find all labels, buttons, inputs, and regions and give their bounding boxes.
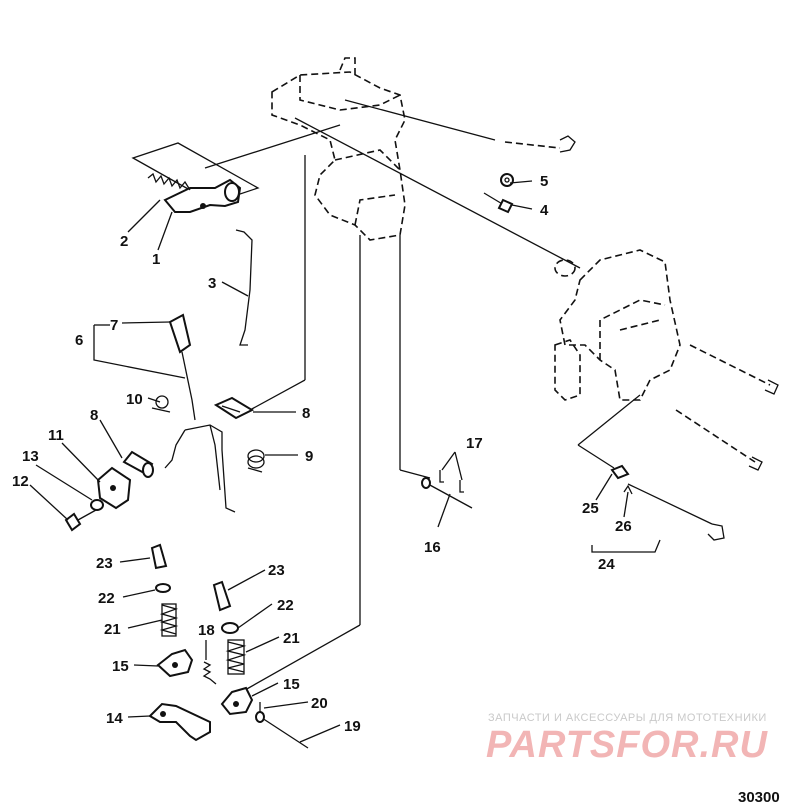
callout-15-right: 15 (283, 676, 300, 693)
part-8-clip (213, 396, 255, 420)
callout-6: 6 (75, 332, 83, 349)
part-3-link-rod (235, 229, 253, 346)
part-7-knob (168, 313, 192, 354)
callout-21-right: 21 (283, 630, 300, 647)
part-14-lever-arm (148, 702, 211, 742)
callout-18: 18 (198, 622, 215, 639)
part-5-nut (500, 173, 514, 187)
part-22-washer-right (221, 622, 239, 634)
callout-21-left: 21 (104, 621, 121, 638)
diagram-number: 30300 (738, 789, 780, 806)
callout-leaders (29, 180, 629, 743)
watermark-caption: ЗАПЧАСТИ И АКСЕССУАРЫ ДЛЯ МОТОТЕХНИКИ (488, 712, 767, 724)
part-20-clip (259, 702, 265, 715)
part-16-pin (421, 477, 473, 509)
callout-9: 9 (305, 448, 313, 465)
callout-19: 19 (344, 718, 361, 735)
part-25-clip (610, 464, 630, 480)
callout-3: 3 (208, 275, 216, 292)
part-1-lever (163, 178, 242, 213)
part-13-washer (90, 499, 104, 511)
part-11-block (96, 466, 132, 510)
part-15-lever-left (156, 648, 194, 678)
callout-8-clip: 8 (302, 405, 310, 422)
callout-15-left: 15 (112, 658, 129, 675)
callout-8-pin: 8 (90, 407, 98, 424)
part-23-plunger-right (212, 580, 232, 612)
callout-26: 26 (615, 518, 632, 535)
part-10-spring-clip (151, 395, 171, 413)
part-number-callouts: 1 2 3 4 5 6 7 8 8 9 10 11 12 13 14 15 15… (12, 173, 632, 735)
callout-4: 4 (540, 202, 549, 219)
part-4-bolt (483, 192, 514, 214)
part-26-pin (623, 484, 633, 495)
part-2-spring (147, 172, 191, 191)
dashed-pivot-bolts (504, 135, 779, 471)
callout-20: 20 (311, 695, 328, 712)
callout-7: 7 (110, 317, 118, 334)
part-9-torsion-spring (247, 449, 265, 473)
part-22-washer-left (155, 583, 171, 593)
callout-5: 5 (540, 173, 548, 190)
callout-11: 11 (48, 427, 64, 444)
callout-23-right: 23 (268, 562, 285, 579)
part-19-pin (255, 711, 309, 749)
callout-23-left: 23 (96, 555, 113, 572)
callout-22-right: 22 (277, 597, 294, 614)
part-21-spring-left (159, 603, 179, 637)
part-12-screw (64, 509, 97, 532)
part-24-rod (627, 483, 725, 541)
part-8-pin (122, 450, 154, 478)
clamp-bracket-outline (554, 249, 681, 401)
callout-2: 2 (120, 233, 128, 250)
assembly-leader-lines (93, 99, 661, 691)
callout-10: 10 (126, 391, 143, 408)
callout-13: 13 (22, 448, 39, 465)
part-17-clips (439, 470, 464, 493)
callout-14: 14 (106, 710, 123, 727)
part-15-lever-right (220, 686, 254, 716)
callout-16: 16 (424, 539, 441, 556)
part-21-spring-right (225, 639, 247, 675)
watermark-logo: PARTSFOR.RU (486, 724, 768, 766)
callout-22-left: 22 (98, 590, 115, 607)
callout-24: 24 (598, 556, 615, 573)
swivel-bracket-outline (271, 57, 406, 241)
callout-1: 1 (152, 251, 160, 268)
callout-12: 12 (12, 473, 29, 490)
part-23-plunger-left (150, 543, 168, 570)
part-18-small-spring (202, 661, 217, 685)
callout-17: 17 (466, 435, 483, 452)
callout-25: 25 (582, 500, 599, 517)
part-6-shift-handle (164, 351, 236, 513)
